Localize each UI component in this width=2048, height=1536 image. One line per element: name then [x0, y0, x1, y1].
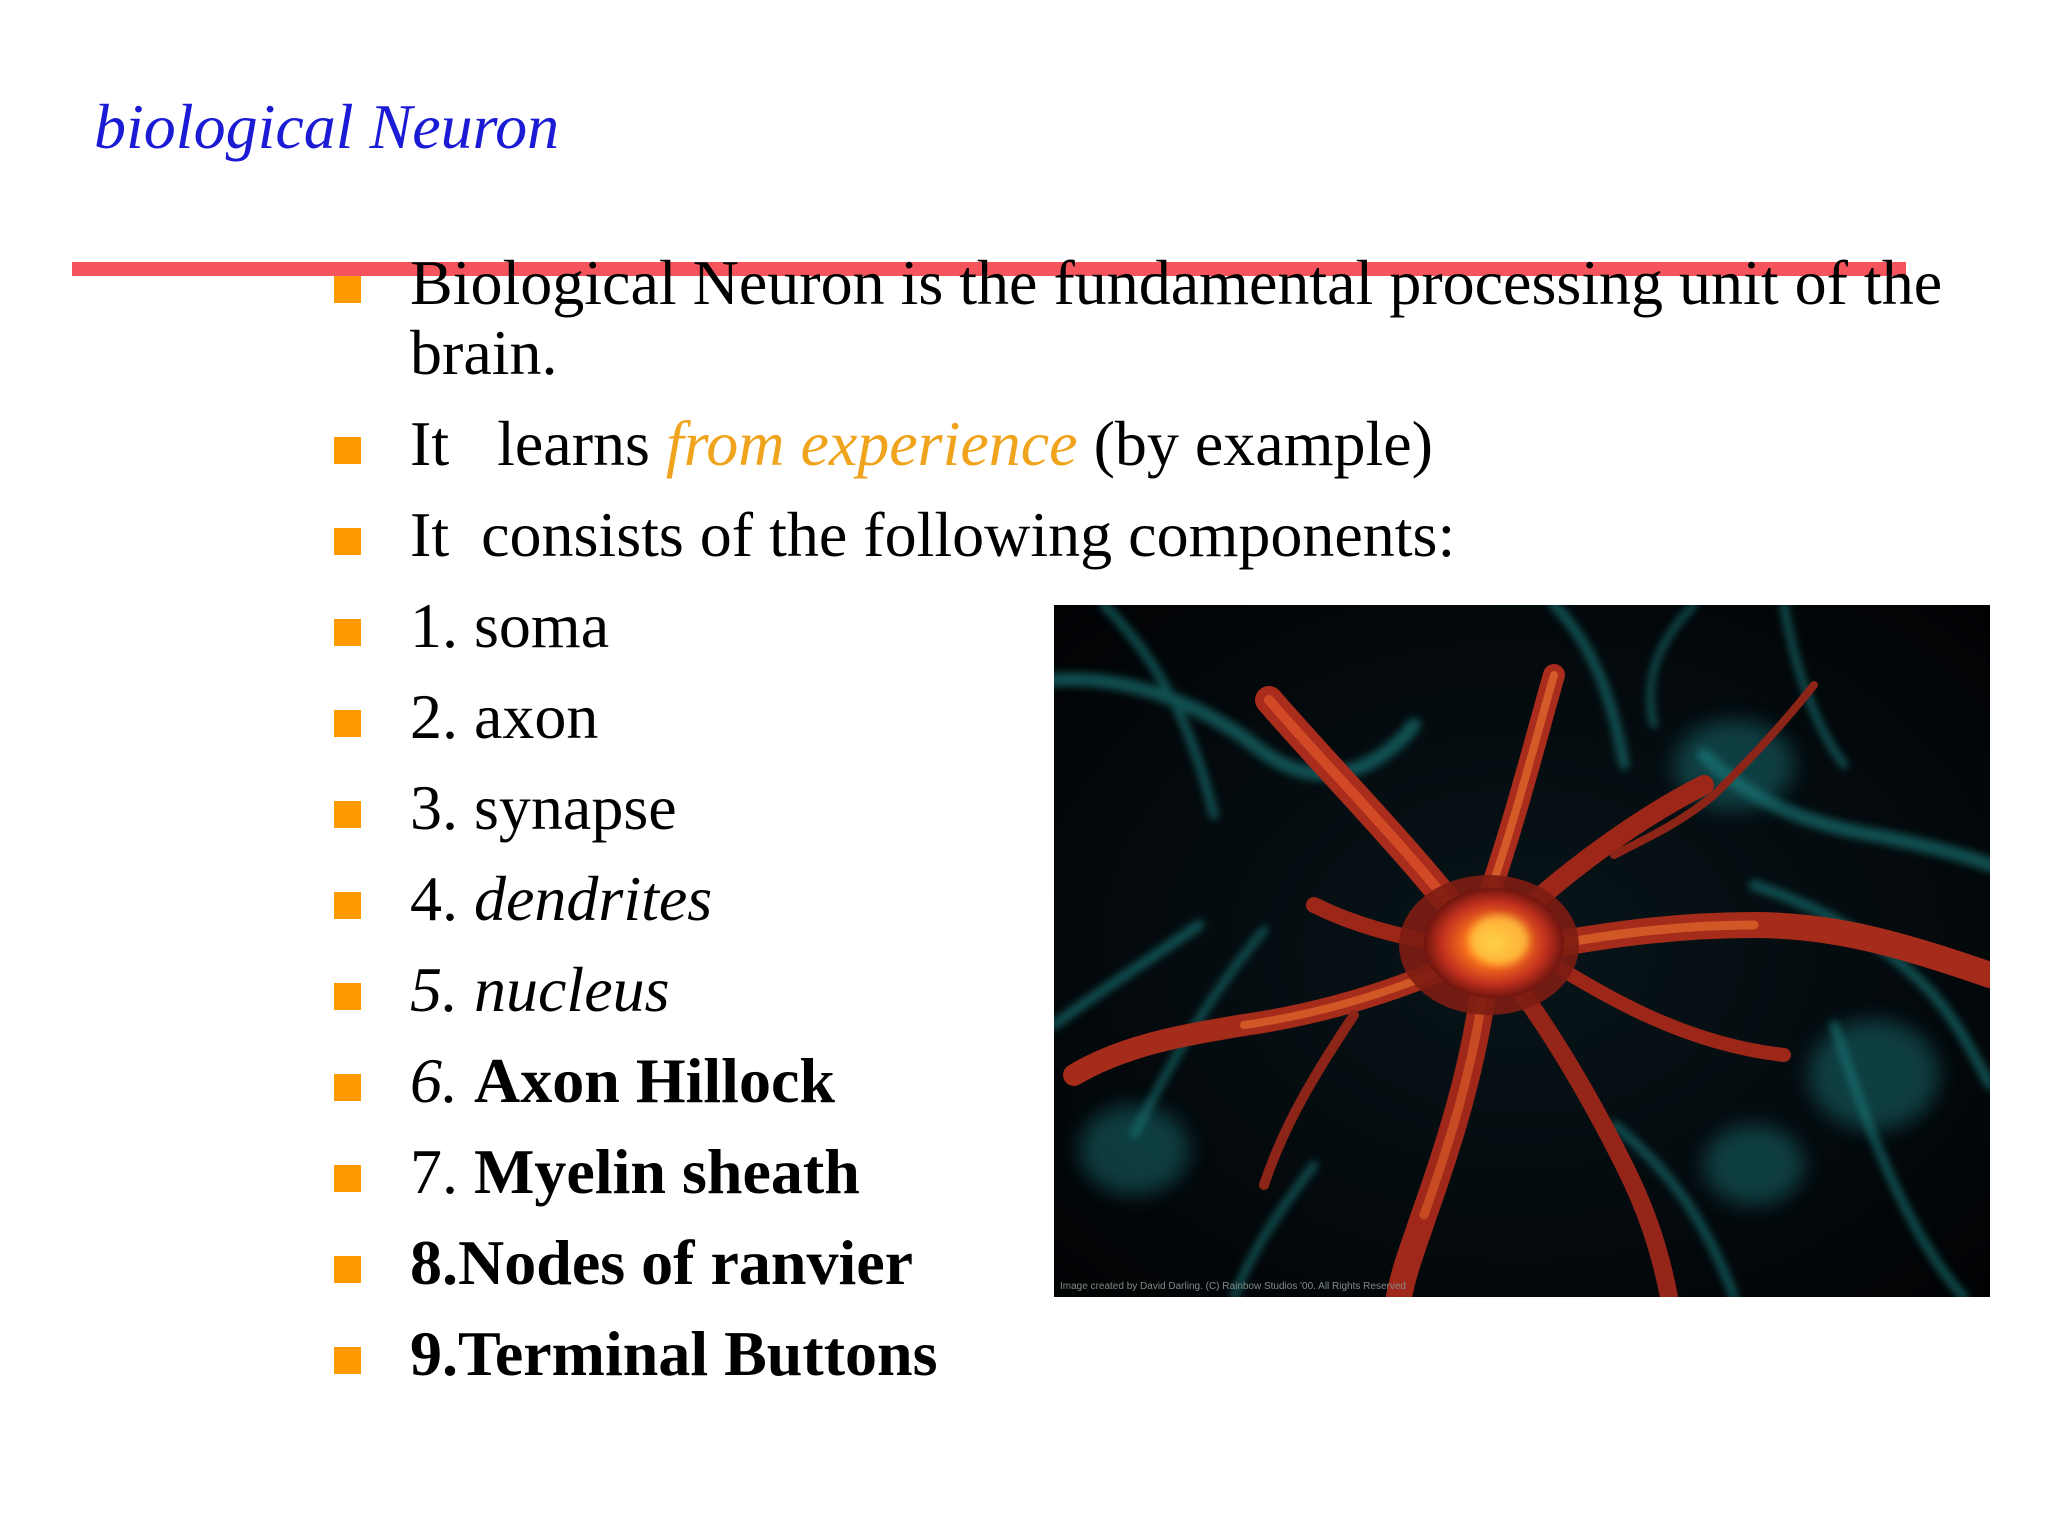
component-text: 2. axon: [410, 681, 599, 752]
title-underline-rule: [72, 262, 1906, 276]
component-item-dendrites: 4. dendrites: [334, 864, 1914, 934]
slide-title: biological Neuron: [94, 91, 560, 162]
component-number: 4.: [410, 863, 474, 934]
neuron-illustration: Image created by David Darling. (C) Rain…: [1054, 605, 1990, 1297]
square-bullet-icon: [334, 528, 361, 555]
square-bullet-icon: [334, 1347, 361, 1374]
component-item-nodes-of-ranvier: 8.Nodes of ranvier: [334, 1228, 1914, 1298]
square-bullet-icon: [334, 710, 361, 737]
square-bullet-icon: [334, 437, 361, 464]
component-text: 3. synapse: [410, 772, 677, 843]
square-bullet-icon: [334, 801, 361, 828]
component-label: dendrites: [474, 863, 713, 934]
bullet-text-before: It learns: [410, 408, 666, 479]
component-item-synapse: 3. synapse: [334, 773, 1914, 843]
square-bullet-icon: [334, 276, 361, 303]
component-item-nucleus: 5. nucleus: [334, 955, 1914, 1025]
bullet-text: Biological Neuron is the fundamental pro…: [410, 247, 1943, 388]
neuron-illustration-icon: [1054, 605, 1990, 1297]
component-text: 5. nucleus: [410, 954, 670, 1025]
component-text: 9.Terminal Buttons: [410, 1318, 938, 1389]
square-bullet-icon: [334, 1074, 361, 1101]
square-bullet-icon: [334, 1165, 361, 1192]
component-label: Axon Hillock: [474, 1045, 835, 1116]
component-item-terminal-buttons: 9.Terminal Buttons: [334, 1319, 1914, 1389]
component-text: 8.Nodes of ranvier: [410, 1227, 914, 1298]
component-label: Myelin sheath: [474, 1136, 860, 1207]
component-item-axon-hillock: 6. Axon Hillock: [334, 1046, 1914, 1116]
component-number: 7.: [410, 1136, 474, 1207]
bullet-item-components-intro: It consists of the following components:: [334, 500, 1914, 570]
square-bullet-icon: [334, 619, 361, 646]
component-item-myelin-sheath: 7. Myelin sheath: [334, 1137, 1914, 1207]
bullet-text: It consists of the following components:: [410, 499, 1456, 570]
square-bullet-icon: [334, 892, 361, 919]
image-credit: Image created by David Darling. (C) Rain…: [1060, 1281, 1406, 1292]
accent-phrase: from experience: [665, 408, 1078, 479]
bullet-text-after: (by example): [1077, 408, 1433, 479]
square-bullet-icon: [334, 1256, 361, 1283]
component-number: 6.: [410, 1045, 474, 1116]
component-item-soma: 1. soma: [334, 591, 1914, 661]
bullet-item-definition: Biological Neuron is the fundamental pro…: [334, 248, 1986, 388]
bullet-list: Biological Neuron is the fundamental pro…: [334, 248, 1942, 1410]
component-text: 1. soma: [410, 590, 610, 661]
square-bullet-icon: [334, 983, 361, 1010]
bullet-item-learning: It learns from experience (by example): [334, 409, 1914, 479]
component-item-axon: 2. axon: [334, 682, 1914, 752]
